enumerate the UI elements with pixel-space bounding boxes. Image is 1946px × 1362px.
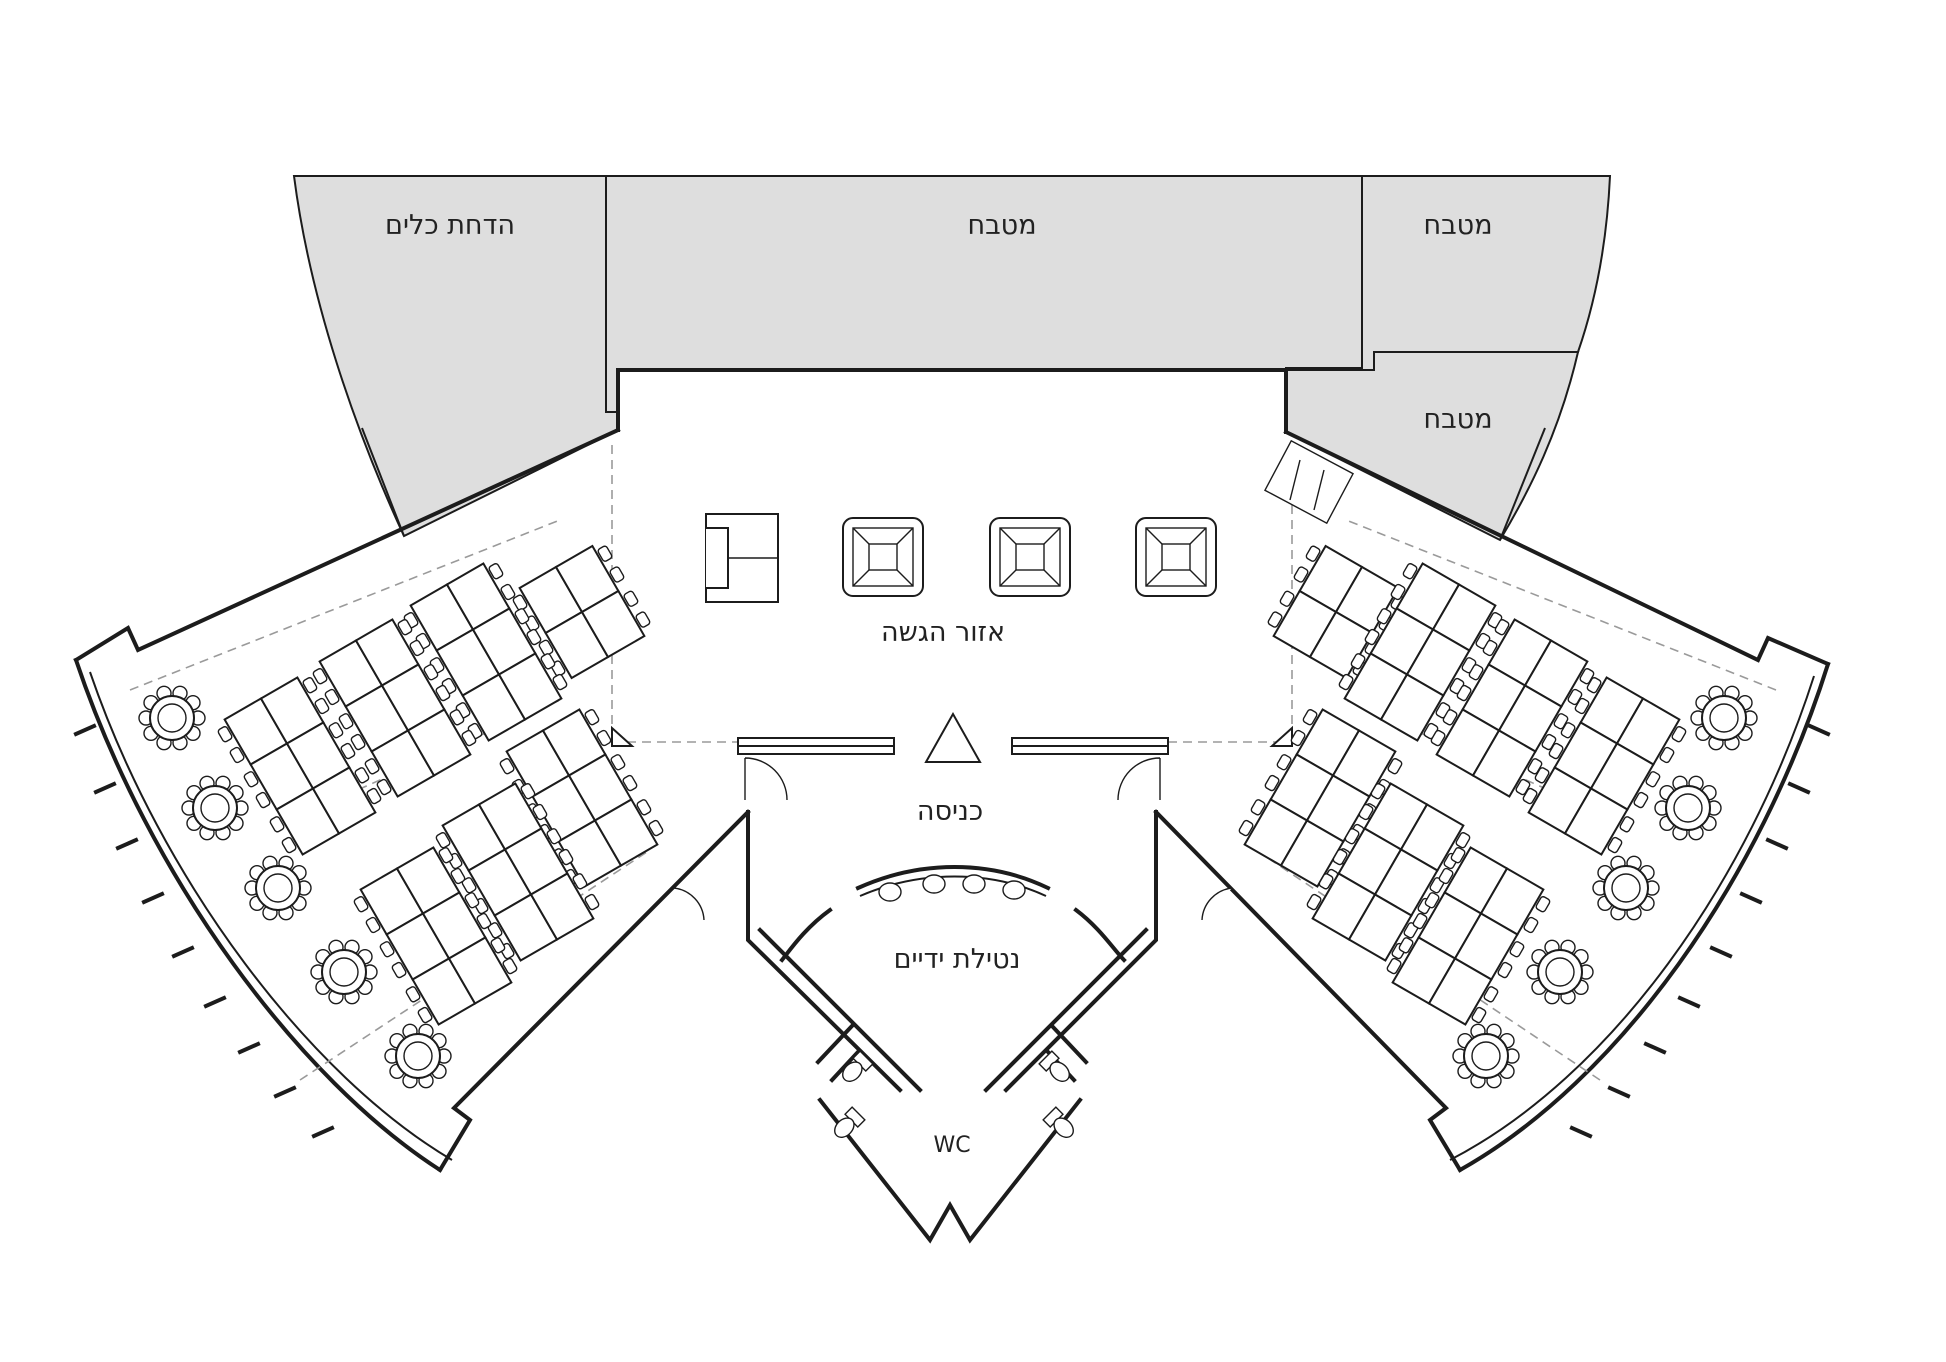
- round-table-icon: [181, 775, 249, 841]
- facade-mullions: [73, 723, 1831, 1139]
- kitchen-block: [292, 175, 1612, 542]
- door-swing-icon[interactable]: [1201, 887, 1233, 921]
- round-table-icon: [138, 685, 206, 751]
- rectangular-table-icon: [1306, 782, 1471, 962]
- entrance-door-left[interactable]: [737, 737, 895, 755]
- sink-icon: [878, 874, 1026, 902]
- hall-walls: [73, 368, 1831, 1244]
- room-label-hand-washing: נטילת ידיים: [894, 944, 1021, 975]
- buffet-station-3: [1135, 517, 1217, 597]
- toilet-icon: [1038, 1050, 1070, 1082]
- room-label-serving-area: אזור הגשה: [881, 617, 1005, 648]
- room-label-wc: WC: [933, 1133, 970, 1158]
- buffet-station-1: [842, 517, 924, 597]
- rectangular-table-icon: [1430, 618, 1595, 798]
- rectangular-table-icon: [1238, 708, 1403, 888]
- round-table-icon: [310, 939, 378, 1005]
- round-table-icon: [1452, 1023, 1520, 1089]
- sink-counter: [855, 865, 1051, 891]
- serving-area-equipment: [611, 439, 1354, 747]
- door-swing-icon[interactable]: [673, 887, 705, 921]
- round-table-icon: [384, 1023, 452, 1089]
- door-swing-icon[interactable]: [744, 757, 788, 801]
- rectangular-table-icon: [1338, 562, 1503, 742]
- rectangular-table-icon: [1267, 544, 1406, 680]
- round-table-icon: [1592, 855, 1660, 921]
- toilet-icon: [834, 1106, 866, 1138]
- triangle-up-icon: [924, 711, 982, 763]
- serving-counter: [705, 513, 779, 603]
- rectangular-table-icon: [403, 562, 568, 742]
- rectangular-table-icon: [312, 618, 477, 798]
- kitchen-right-bottom-room: [1285, 351, 1580, 542]
- entrance-door-right[interactable]: [1011, 737, 1169, 755]
- dish-washing-room: [292, 175, 619, 538]
- rectangular-table-icon: [217, 676, 382, 856]
- room-label-dish-washing: הדחת כלים: [385, 210, 515, 241]
- toilet-icon: [1042, 1106, 1074, 1138]
- buffet-station-2: [989, 517, 1071, 597]
- rectangular-table-icon: [353, 846, 518, 1026]
- hand-washing-area: [779, 865, 1127, 963]
- round-table-icon: [1690, 685, 1758, 751]
- rectangular-table-icon: [1522, 676, 1687, 856]
- room-label-kitchen-right-top: מטבח: [1423, 210, 1492, 241]
- dining-furniture: [138, 544, 1758, 1089]
- corner-column-left: [611, 725, 635, 747]
- round-table-icon: [1526, 939, 1594, 1005]
- round-table-icon: [1654, 775, 1722, 841]
- entrance-area[interactable]: [737, 711, 1169, 801]
- room-label-entrance: כניסה: [917, 796, 983, 827]
- rectangular-table-icon: [435, 782, 600, 962]
- room-label-kitchen-right-bottom: מטבח: [1423, 404, 1492, 435]
- trolley-racks: [1264, 439, 1354, 525]
- toilet-icon: [842, 1050, 874, 1082]
- wc-area: [673, 887, 1233, 1138]
- rectangular-table-icon: [1386, 846, 1551, 1026]
- kitchen-right-top-room: [1361, 175, 1612, 373]
- door-swing-icon[interactable]: [1117, 757, 1161, 801]
- corner-column-right: [1269, 725, 1293, 747]
- rectangular-table-icon: [512, 544, 651, 680]
- round-table-icon: [244, 855, 312, 921]
- room-label-kitchen-main: מטבח: [967, 210, 1036, 241]
